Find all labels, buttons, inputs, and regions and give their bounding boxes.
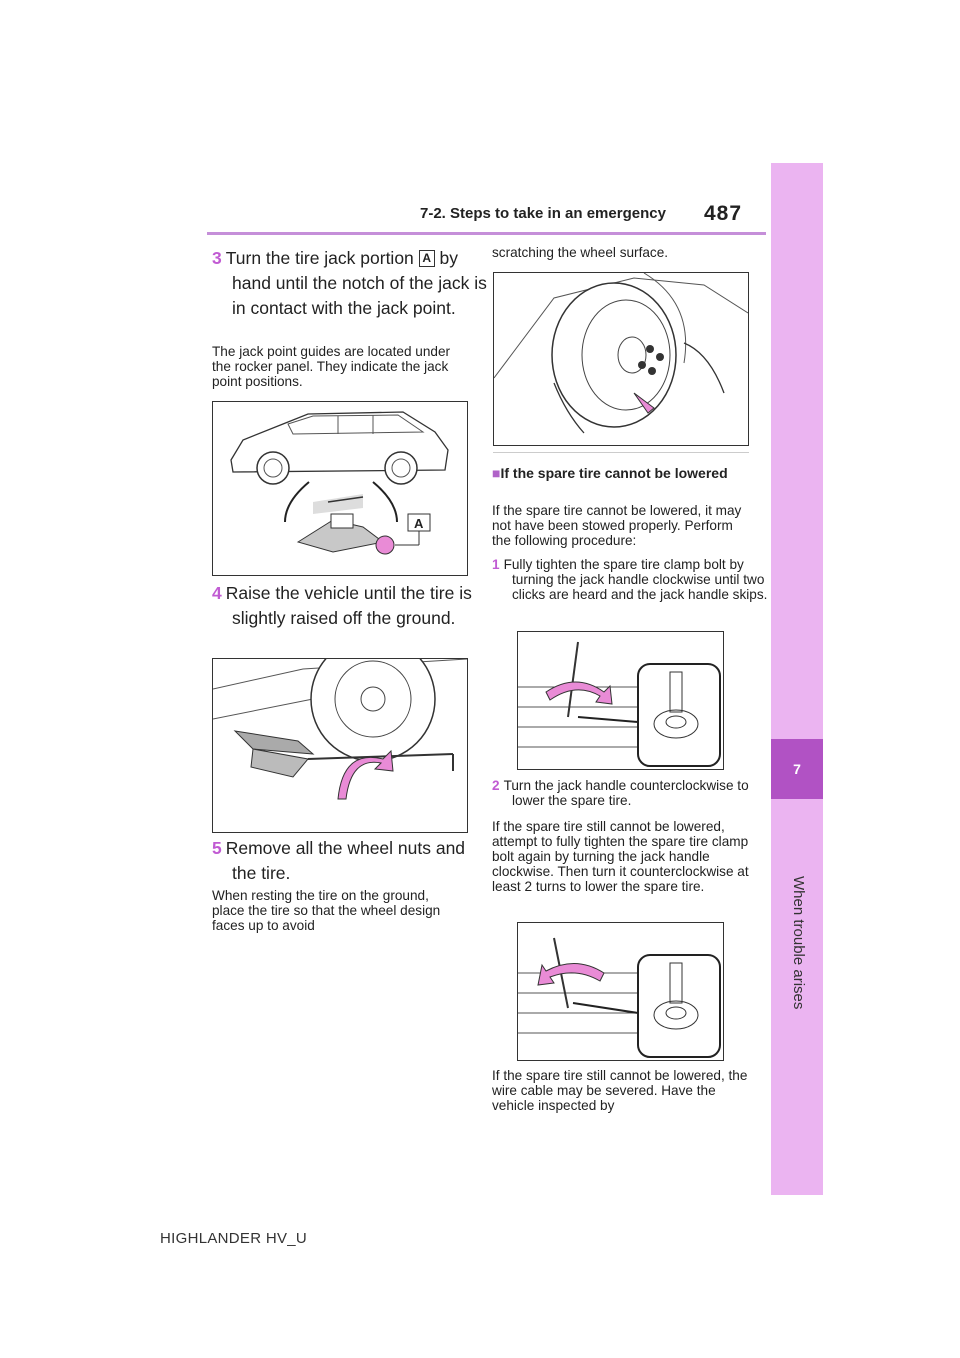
jack-point-illustration: A	[230, 411, 449, 555]
step-number: 2	[492, 778, 500, 793]
footer-model: HIGHLANDER HV_U	[160, 1230, 308, 1247]
chapter-tab	[771, 163, 823, 1195]
step-text: Turn the tire jack portion	[225, 248, 419, 268]
step-text: Raise the vehicle until the tire is slig…	[225, 583, 472, 628]
step-text: Fully tighten the spare tire clamp bolt …	[503, 557, 768, 602]
figure-tire-placement	[493, 272, 749, 446]
step-text: by hand until the notch of the jack is i…	[232, 248, 487, 318]
paragraph-retry: If the spare tire still cannot be lowere…	[492, 819, 749, 894]
tire-placement-illustration	[494, 273, 748, 434]
step-number: 5	[212, 838, 222, 858]
tighten-bolt-illustration	[518, 641, 721, 767]
note-jack-point: The jack point guides are located under …	[212, 344, 451, 389]
section-title: ■If the spare tire cannot be lowered	[492, 465, 728, 481]
page-number: 487	[704, 202, 743, 225]
paragraph-inspection: If the spare tire still cannot be lowere…	[492, 1068, 748, 1113]
raise-vehicle-illustration	[213, 659, 467, 800]
section-header: 7-2. Steps to take in an emergency	[420, 205, 666, 222]
step-text: Turn the jack handle counterclockwise to…	[503, 778, 749, 808]
note-resting-tire: When resting the tire on the ground, pla…	[212, 888, 441, 933]
header-rule	[207, 232, 766, 235]
step-number: 3	[212, 248, 222, 268]
square-bullet-icon: ■	[492, 465, 501, 481]
figure-jack-point: A	[212, 401, 468, 576]
figure-raise-vehicle	[212, 658, 468, 833]
chapter-title: When trouble arises	[790, 876, 807, 1010]
figure-tighten-bolt	[517, 631, 724, 770]
label-a-box: A	[418, 250, 435, 267]
step-number: 1	[492, 557, 500, 572]
figure-loosen-bolt	[517, 922, 724, 1061]
section-intro: If the spare tire cannot be lowered, it …	[492, 503, 742, 548]
continued-text: scratching the wheel surface.	[492, 245, 669, 260]
step-number: 4	[212, 583, 222, 603]
step-text: Remove all the wheel nuts and the tire.	[225, 838, 466, 883]
figure-label-a: A	[414, 516, 424, 531]
chapter-number-tab: 7	[771, 739, 823, 799]
loosen-bolt-illustration	[518, 937, 721, 1058]
divider	[493, 452, 749, 453]
